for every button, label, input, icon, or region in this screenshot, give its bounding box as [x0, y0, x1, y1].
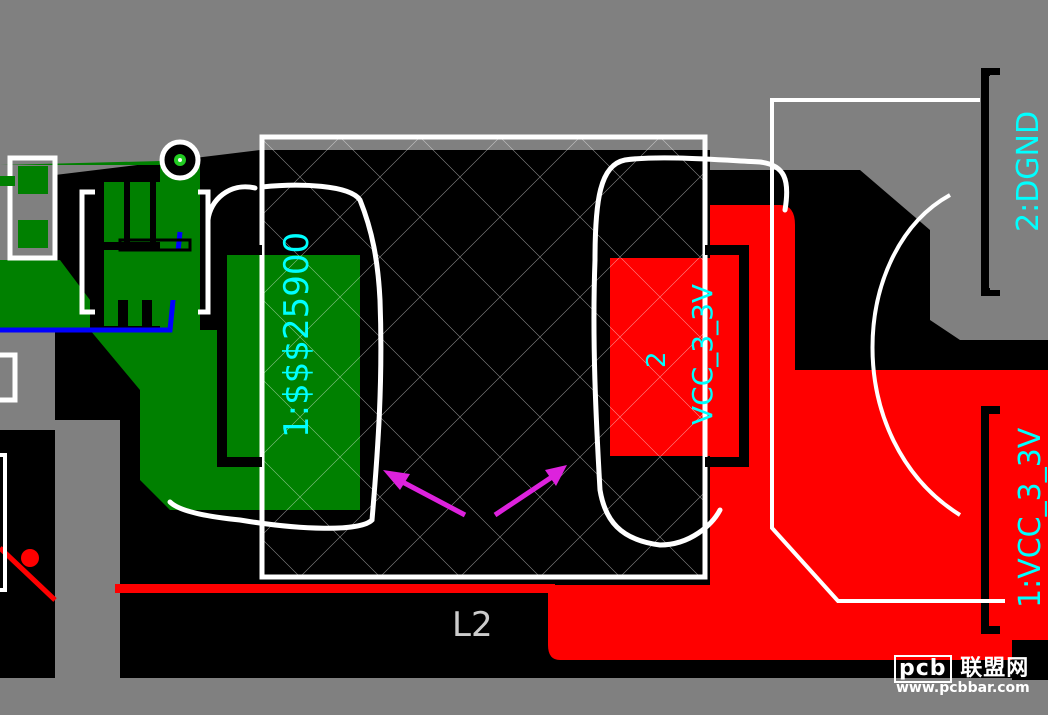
annotation-loop-right [591, 155, 790, 548]
small-capacitor-footprint[interactable] [0, 155, 58, 261]
green-copper-left [0, 260, 90, 330]
annotation-arrow-right [493, 465, 567, 518]
l2-designator: L2 [452, 605, 493, 645]
l2-pad2-net: VCC_3_3V [686, 284, 719, 425]
annotation-arrow-left [383, 470, 467, 518]
left-silk-fragment-2 [0, 453, 7, 592]
connector-pin2-outline [981, 68, 1000, 296]
connector-pin2-pad [990, 75, 1048, 290]
l2-pad1-outline [217, 245, 262, 467]
watermark: pcb 联盟网 www.pcbbar.com [894, 650, 1044, 710]
grey-notch [55, 430, 120, 680]
black-notch-right [1012, 640, 1048, 680]
l2-pad2-number: 2 [642, 351, 672, 368]
connector-arc [870, 193, 962, 517]
watermark-logo: pcb 联盟网 [894, 650, 1029, 683]
l2-pad1-label: 1:$$$25900 [277, 232, 317, 438]
left-silk-fragment [0, 352, 18, 403]
connector-silk [770, 98, 1005, 603]
watermark-logo-suffix: 联盟网 [960, 656, 1030, 681]
red-trace-left [0, 546, 57, 602]
connector-pin1-label: 1:VCC_3_3V [1013, 427, 1048, 608]
watermark-url: www.pcbbar.com [896, 680, 1030, 696]
l2-body[interactable] [259, 134, 708, 580]
red-via [21, 549, 39, 567]
red-trace [115, 584, 555, 593]
connector-pin2-label: 2:DGND [1011, 111, 1046, 232]
grey-bottom-strip [0, 678, 1048, 715]
watermark-logo-text: pcb [894, 655, 952, 683]
ic-footprint[interactable] [79, 139, 211, 326]
red-copper-pour [548, 205, 1048, 660]
l2-pad2-outline [705, 245, 749, 467]
connector-pin1-outline [981, 406, 1000, 634]
